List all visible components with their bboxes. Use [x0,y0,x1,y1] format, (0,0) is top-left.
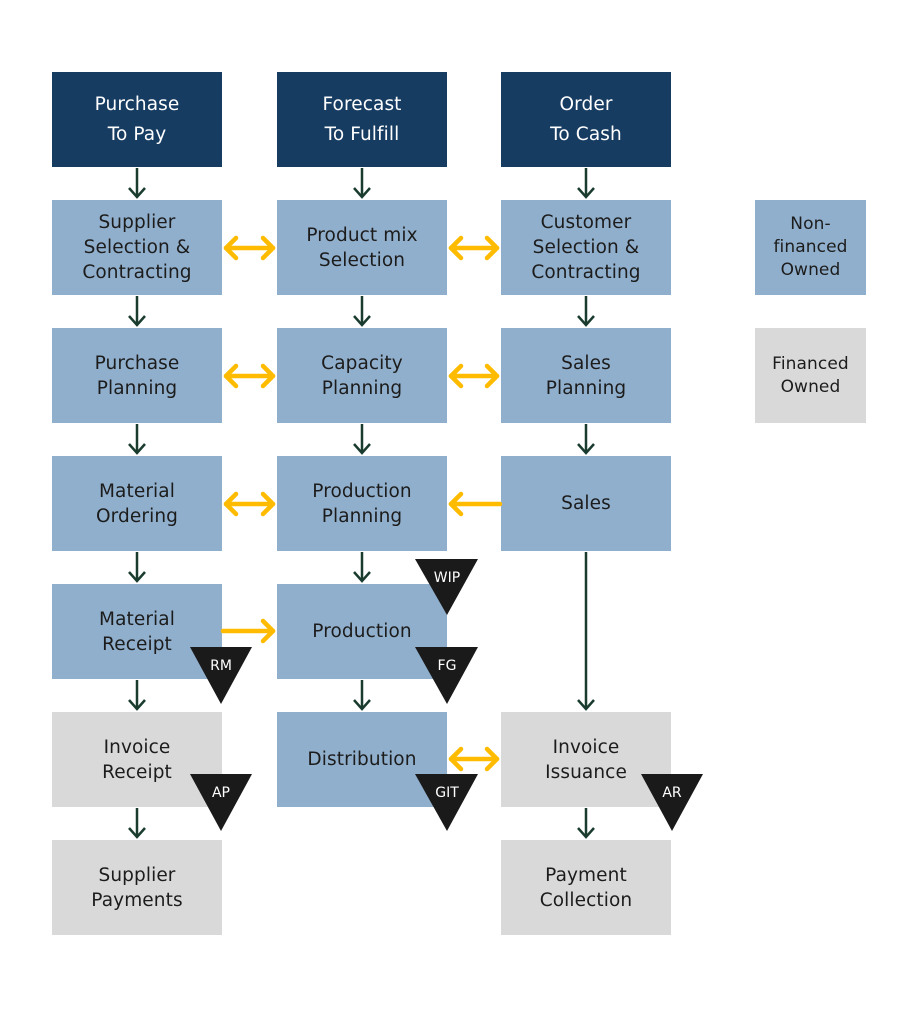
flow-arrow [577,296,595,327]
flow-arrow [353,680,371,711]
link-arrow-bidirectional [448,235,500,261]
step-payment-collection: Payment Collection [501,840,671,935]
step-purchase-planning: Purchase Planning [52,328,222,423]
link-arrow-bidirectional [223,363,276,389]
flow-arrow [128,424,146,455]
step-supplier-selection-contracting: Supplier Selection & Contracting [52,200,222,295]
link-arrow-right [220,618,276,644]
inventory-label-git: GIT [435,785,459,801]
link-arrow-bidirectional [448,363,500,389]
step-supplier-payments: Supplier Payments [52,840,222,935]
inventory-label-ar: AR [662,785,682,801]
step-customer-selection-contracting: Customer Selection & Contracting [501,200,671,295]
flow-arrow [577,552,595,711]
step-material-receipt: Material Receipt [52,584,222,679]
inventory-label-wip: WIP [433,570,461,586]
link-arrow-bidirectional [223,491,276,517]
flow-arrow [353,552,371,583]
inventory-label-fg: FG [437,658,457,674]
flow-arrow [128,808,146,839]
inventory-label-ap: AP [211,785,231,801]
link-arrow-left [448,491,503,517]
step-sales-planning: Sales Planning [501,328,671,423]
legend-financed-owned: Financed Owned [755,328,866,423]
flow-arrow [353,424,371,455]
step-production-planning: Production Planning [277,456,447,551]
header-forecast-to-fulfill: Forecast To Fulfill [277,72,447,167]
step-product-mix-selection: Product mix Selection [277,200,447,295]
flow-arrow [128,552,146,583]
flow-arrow [577,424,595,455]
link-arrow-bidirectional [448,746,500,772]
legend-non-financed-owned: Non- financed Owned [755,200,866,295]
flow-arrow [353,296,371,327]
flow-arrow [128,168,146,199]
step-sales: Sales [501,456,671,551]
link-arrow-bidirectional [223,235,276,261]
flow-arrow [353,168,371,199]
flow-arrow [577,808,595,839]
header-purchase-to-pay: Purchase To Pay [52,72,222,167]
step-capacity-planning: Capacity Planning [277,328,447,423]
flow-arrow [128,680,146,711]
flow-arrow [577,168,595,199]
flow-arrow [128,296,146,327]
step-material-ordering: Material Ordering [52,456,222,551]
inventory-label-rm: RM [210,658,232,674]
header-order-to-cash: Order To Cash [501,72,671,167]
